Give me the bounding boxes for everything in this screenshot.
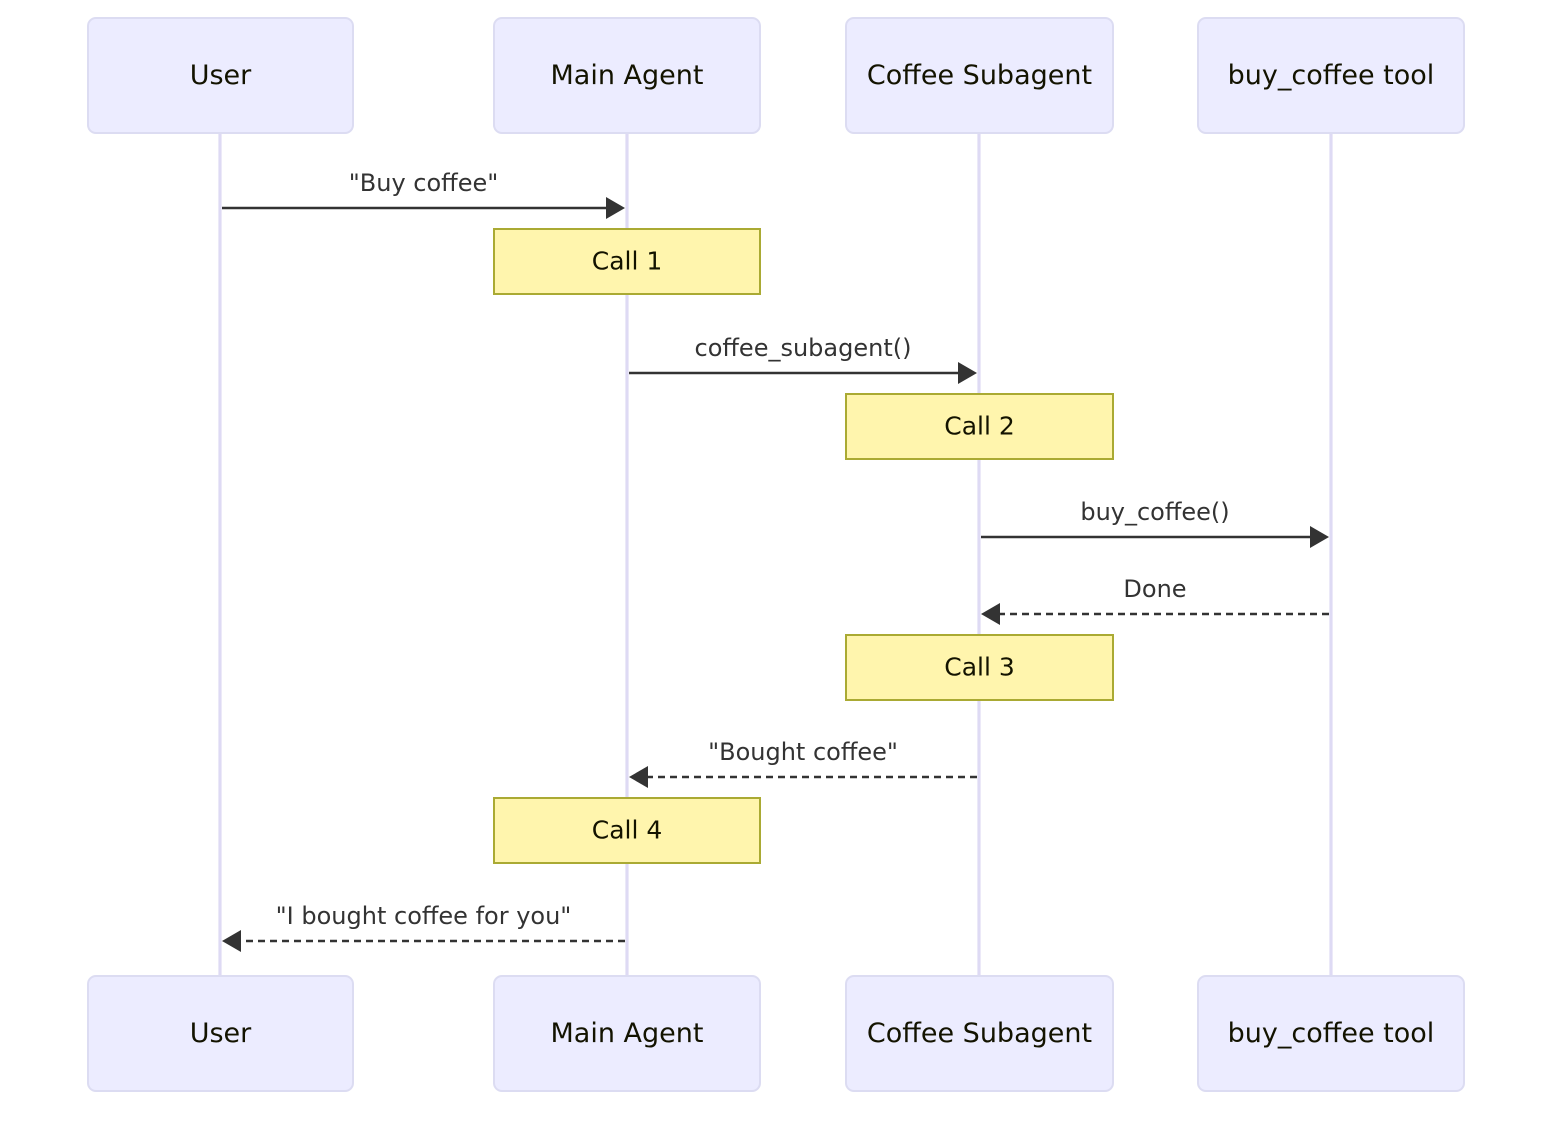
messages-layer: "Buy coffee" coffee_subagent() buy_coffee(… bbox=[222, 169, 1329, 952]
participant-box-coffee_subagent-bottom bbox=[845, 975, 1114, 1092]
participant-box-buy_coffee_tool-top bbox=[1197, 17, 1465, 134]
participant-coffee_subagent-top[interactable]: Coffee Subagent bbox=[845, 17, 1114, 134]
note-note-call-1[interactable]: Call 1 bbox=[493, 228, 761, 295]
message-label-msg-4: Done bbox=[1123, 575, 1186, 603]
note-note-call-2[interactable]: Call 2 bbox=[845, 393, 1114, 460]
note-label-note-call-2: Call 2 bbox=[944, 412, 1015, 441]
message-msg-3: buy_coffee() bbox=[981, 498, 1329, 548]
message-arrowhead-msg-6 bbox=[222, 930, 241, 952]
participant-label-user-bottom: User bbox=[190, 1018, 252, 1049]
message-msg-6: "I bought coffee for you" bbox=[222, 902, 625, 952]
message-label-msg-5: "Bought coffee" bbox=[708, 738, 898, 766]
message-label-msg-2: coffee_subagent() bbox=[695, 334, 912, 362]
message-label-msg-3: buy_coffee() bbox=[1080, 498, 1229, 526]
message-msg-1: "Buy coffee" bbox=[222, 169, 625, 219]
message-arrowhead-msg-3 bbox=[1310, 526, 1329, 548]
participant-label-user-top: User bbox=[190, 60, 252, 91]
participants-bottom-layer: User Main Agent Coffee Subagent buy_coffee … bbox=[87, 975, 1465, 1092]
note-box-note-call-1 bbox=[493, 228, 761, 295]
participant-box-buy_coffee_tool-bottom bbox=[1197, 975, 1465, 1092]
participant-box-user-top bbox=[87, 17, 354, 134]
message-arrowhead-msg-5 bbox=[629, 766, 648, 788]
note-box-note-call-3 bbox=[845, 634, 1114, 701]
participant-box-user-bottom bbox=[87, 975, 354, 1092]
note-label-note-call-1: Call 1 bbox=[592, 247, 663, 276]
participant-main_agent-top[interactable]: Main Agent bbox=[493, 17, 761, 134]
participant-main_agent-bottom[interactable]: Main Agent bbox=[493, 975, 761, 1092]
participant-box-main_agent-bottom bbox=[493, 975, 761, 1092]
participant-label-main_agent-top: Main Agent bbox=[551, 60, 704, 91]
note-box-note-call-4 bbox=[493, 797, 761, 864]
participant-label-main_agent-bottom: Main Agent bbox=[551, 1018, 704, 1049]
note-box-note-call-2 bbox=[845, 393, 1114, 460]
message-msg-4: Done bbox=[981, 575, 1329, 625]
lifelines-layer bbox=[218, 133, 1333, 976]
participant-box-main_agent-top bbox=[493, 17, 761, 134]
message-msg-5: "Bought coffee" bbox=[629, 738, 977, 788]
participant-label-buy_coffee_tool-bottom: buy_coffee tool bbox=[1228, 1018, 1435, 1049]
message-label-msg-1: "Buy coffee" bbox=[349, 169, 499, 197]
participants-top-layer: User Main Agent Coffee Subagent buy_coffee … bbox=[87, 17, 1465, 134]
message-label-msg-6: "I bought coffee for you" bbox=[276, 902, 572, 930]
participant-coffee_subagent-bottom[interactable]: Coffee Subagent bbox=[845, 975, 1114, 1092]
participant-label-coffee_subagent-top: Coffee Subagent bbox=[867, 60, 1092, 91]
message-arrowhead-msg-1 bbox=[606, 197, 625, 219]
participant-label-buy_coffee_tool-top: buy_coffee tool bbox=[1228, 60, 1435, 91]
notes-layer: Call 1 Call 2 Call 3 Call 4 bbox=[493, 228, 1114, 864]
participant-buy_coffee_tool-top[interactable]: buy_coffee tool bbox=[1197, 17, 1465, 134]
participant-user-bottom[interactable]: User bbox=[87, 975, 354, 1092]
note-label-note-call-3: Call 3 bbox=[944, 653, 1015, 682]
participant-buy_coffee_tool-bottom[interactable]: buy_coffee tool bbox=[1197, 975, 1465, 1092]
participant-label-coffee_subagent-bottom: Coffee Subagent bbox=[867, 1018, 1092, 1049]
message-arrowhead-msg-4 bbox=[981, 603, 1000, 625]
message-arrowhead-msg-2 bbox=[958, 362, 977, 384]
note-note-call-4[interactable]: Call 4 bbox=[493, 797, 761, 864]
message-msg-2: coffee_subagent() bbox=[629, 334, 977, 384]
note-note-call-3[interactable]: Call 3 bbox=[845, 634, 1114, 701]
participant-box-coffee_subagent-top bbox=[845, 17, 1114, 134]
note-label-note-call-4: Call 4 bbox=[592, 816, 663, 845]
participant-user-top[interactable]: User bbox=[87, 17, 354, 134]
